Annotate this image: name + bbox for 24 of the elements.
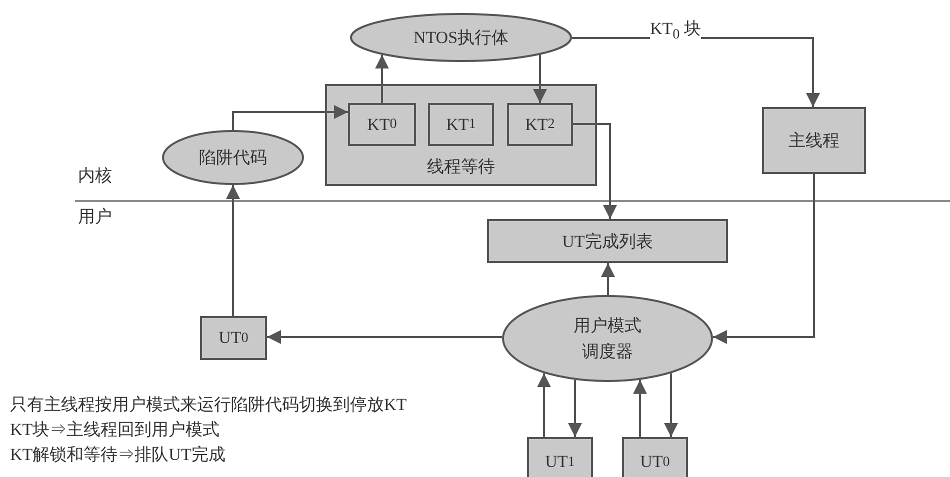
arrow [573,123,617,219]
arrow [633,380,647,437]
group-heading: 线程等待 [427,156,495,178]
region-label: 用户 [78,206,112,228]
process-ellipse: NTOS执行体 [350,13,572,62]
arrow [712,174,815,344]
region-label: 内核 [78,165,112,187]
arrow [568,380,582,437]
process-ellipse: 陷阱代码 [162,130,304,185]
note: KT解锁和等待⇒排队UT完成 [10,444,226,466]
arrow [226,185,240,316]
process-box: UT完成列表 [487,219,728,263]
arrow [601,263,615,295]
arrow [375,54,389,103]
note: KT块⇒主线程回到用户模式 [10,419,220,441]
process-ellipse: 用户模式调度器 [502,295,713,382]
group-box [325,84,597,186]
arrow [664,373,678,437]
process-box: 主线程 [762,107,866,174]
arrow [232,105,348,130]
arrow [537,373,551,437]
note: 只有主线程按用户模式来运行陷阱代码切换到停放KT [10,394,407,416]
arrow [533,54,547,103]
arrow [267,330,502,344]
